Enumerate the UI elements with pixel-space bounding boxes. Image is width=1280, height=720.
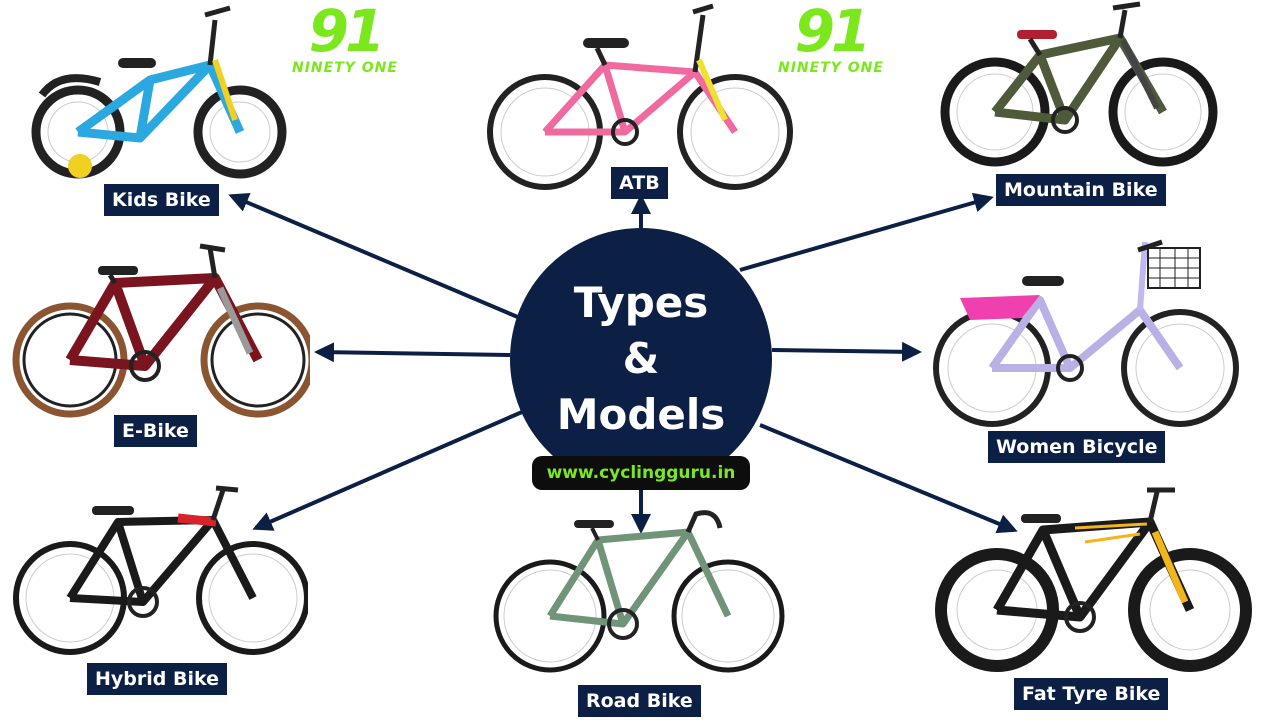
e-bike-image [12,243,310,418]
arrow-women [771,341,922,362]
brand-logo-right: 91 NINETY ONE [778,0,884,76]
label-kids-bike: Kids Bike [104,184,219,216]
logo-number: 91 [308,0,386,65]
arrow-fattyre [759,423,1018,534]
label-fat-tyre-bike: Fat Tyre Bike [1014,678,1169,710]
fat-tyre-bike-image [935,487,1252,672]
label-atb: ATB [611,167,668,199]
center-title-line-1: Types [573,278,709,327]
center-title-line-2: & [622,334,660,383]
label-women-bicycle: Women Bicycle [988,431,1166,463]
kids-bike-image [31,5,287,179]
label-mountain-bike: Mountain Bike [996,174,1166,206]
brand-logo-left: 91 NINETY ONE [292,0,398,76]
label-road-bike: Road Bike [578,685,701,717]
center-title-line-3: Models [556,390,726,439]
arrow-mountain [739,192,994,272]
center-title-circle: Types & Models [510,228,772,490]
website-badge[interactable]: www.cyclingguru.in [532,456,750,490]
arrow-kids [228,193,521,320]
women-bicycle-image [933,239,1239,427]
arrow-ebike [314,342,511,363]
logo-text: NINETY ONE [292,60,398,76]
arrow-hybrid [252,410,523,531]
logo-text: NINETY ONE [778,60,884,76]
mountain-bike-image [940,1,1218,167]
hybrid-bike-image [13,485,308,655]
logo-number: 91 [794,0,872,65]
atb-bike-image [487,3,793,190]
road-bike-image [493,510,785,673]
label-hybrid-bike: Hybrid Bike [87,663,227,695]
label-e-bike: E-Bike [114,415,197,447]
